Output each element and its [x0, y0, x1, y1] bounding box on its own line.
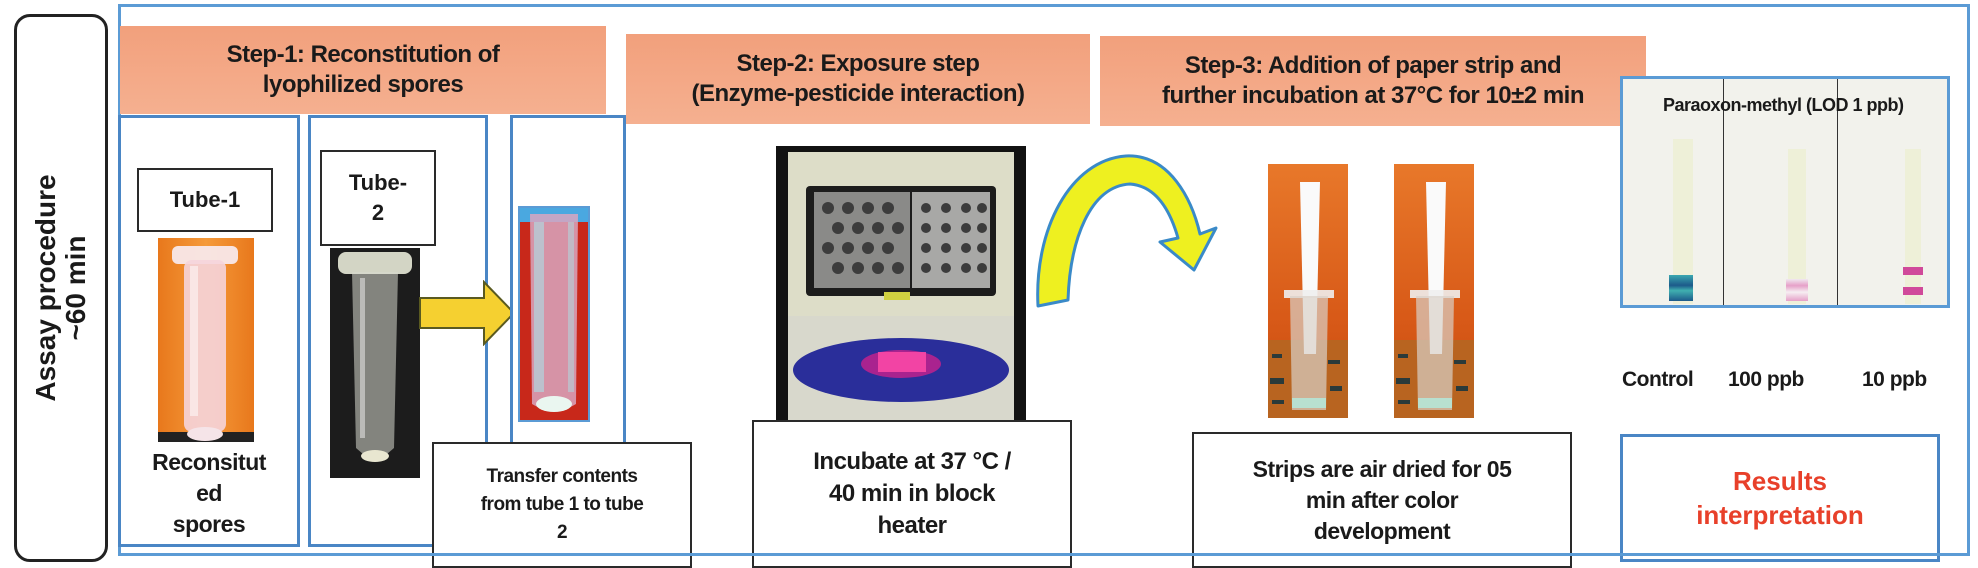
- step-1-header: Step-1: Reconstitution of lyophilized sp…: [120, 26, 606, 114]
- step-2-header: Step-2: Exposure step (Enzyme-pesticide …: [626, 34, 1090, 124]
- step-3-caption-line3: development: [1313, 517, 1451, 544]
- transfer-caption-line3: 2: [556, 522, 568, 543]
- strip-photo-1: [1268, 164, 1348, 418]
- curved-arrow-icon: [1036, 154, 1218, 308]
- tube-2-photo: [330, 248, 420, 478]
- interpretation-line2: interpretation: [1696, 500, 1864, 530]
- results-interpretation-box: Results interpretation: [1620, 434, 1940, 562]
- strip-divider: [1837, 79, 1838, 305]
- frame-bottom-line: [118, 553, 1970, 556]
- strip-divider: [1723, 79, 1724, 305]
- step-3-header: Step-3: Addition of paper strip and furt…: [1100, 36, 1646, 126]
- step-3-title-line1: Step-3: Addition of paper strip and: [1184, 52, 1562, 79]
- assay-procedure-title: Assay procedure: [30, 174, 61, 402]
- tube-1-photo: [158, 238, 254, 442]
- step-1-title-line2: lyophilized spores: [262, 71, 464, 98]
- label-100ppb: 100 ppb: [1728, 368, 1804, 391]
- band-10ppb-upper: [1903, 267, 1923, 275]
- interpretation-line1: Results: [1733, 466, 1827, 496]
- step-2-caption-line1: Incubate at 37 °C /: [813, 448, 1011, 475]
- block-heater-icon: [788, 152, 1014, 426]
- transferred-tube-photo: [518, 206, 590, 422]
- step-3-caption-line1: Strips are air dried for 05: [1252, 455, 1512, 482]
- tube-2-label-box: Tube- 2: [320, 150, 436, 246]
- paper-strip-tube-icon: [1394, 182, 1474, 418]
- step-3-caption-line2: min after color: [1305, 486, 1459, 513]
- step-2-title-line2: (Enzyme-pesticide interaction): [691, 80, 1025, 107]
- tube-1-label-box: Tube-1: [137, 168, 273, 232]
- transfer-arrow-icon: [419, 280, 516, 346]
- control-band: [1669, 275, 1693, 301]
- label-control: Control: [1622, 368, 1694, 391]
- assay-duration: ~60 min: [60, 235, 91, 341]
- tube-2-icon: [338, 252, 412, 462]
- control-strip: [1673, 139, 1693, 304]
- results-title: Paraoxon-methyl (LOD 1 ppb): [1663, 95, 1904, 115]
- tube-1-caption: Reconsitut ed spores: [152, 448, 266, 537]
- paper-strip-tube-icon: [1268, 182, 1348, 418]
- strip-10ppb: [1905, 149, 1921, 304]
- strip-100ppb: [1788, 149, 1806, 304]
- results-panel: Paraoxon-methyl (LOD 1 ppb): [1620, 76, 1950, 308]
- transferred-tube-icon: [520, 208, 588, 412]
- transfer-caption-line1: Transfer contents: [486, 466, 638, 487]
- label-10ppb: 10 ppb: [1862, 368, 1927, 391]
- tube-2-label-line2: 2: [371, 200, 385, 225]
- step-2-caption-box: Incubate at 37 °C / 40 min in block heat…: [752, 420, 1072, 568]
- band-100ppb: [1786, 279, 1808, 301]
- assay-procedure-label: Assay procedure ~60 min: [14, 14, 108, 562]
- step-3-caption-box: Strips are air dried for 05 min after co…: [1192, 432, 1572, 568]
- step-2-title-line1: Step-2: Exposure step: [736, 50, 980, 77]
- transfer-caption-box: Transfer contents from tube 1 to tube 2: [432, 442, 692, 568]
- step-2-caption-line3: heater: [877, 512, 947, 539]
- tube-2-label-line1: Tube-: [348, 170, 408, 195]
- step-1-title-line1: Step-1: Reconstitution of: [226, 41, 500, 68]
- tube-1-label: Tube-1: [169, 187, 241, 212]
- tube-1-icon: [158, 246, 254, 442]
- step-2-caption-line2: 40 min in block: [829, 480, 995, 507]
- band-10ppb-lower: [1903, 287, 1923, 295]
- transfer-caption-line2: from tube 1 to tube: [480, 494, 644, 515]
- strip-photo-2: [1394, 164, 1474, 418]
- block-heater-photo: [776, 146, 1026, 426]
- step-3-title-line2: further incubation at 37°C for 10±2 min: [1161, 82, 1585, 109]
